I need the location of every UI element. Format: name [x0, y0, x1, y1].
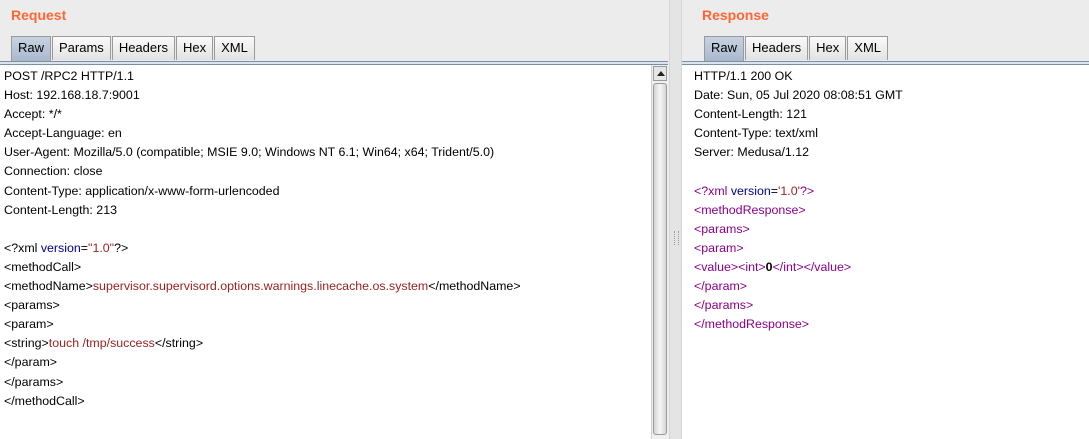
request-line: <param> — [4, 317, 54, 332]
request-tab-headers[interactable]: Headers — [111, 36, 175, 60]
response-tab-xml[interactable]: XML — [847, 36, 889, 60]
response-tab-hex[interactable]: Hex — [809, 36, 847, 60]
xml-tag: </int> — [772, 259, 804, 274]
request-line: </params> — [4, 374, 64, 389]
xml-tag: </value> — [803, 259, 852, 274]
xml-tag: </methodName> — [428, 279, 521, 294]
request-line: <methodCall> — [4, 259, 82, 274]
request-line: <params> — [4, 298, 60, 313]
up-arrow-icon — [657, 71, 665, 76]
request-line: <string>touch /tmp/success</string> — [4, 334, 651, 353]
request-line: <methodName>supervisor.supervisord.optio… — [4, 277, 651, 296]
xml-decl-open: <?xml — [694, 183, 731, 198]
response-line: Content-Length: 121 — [694, 107, 807, 122]
response-tab-raw[interactable]: Raw — [704, 36, 745, 61]
request-line: Content-Length: 213 — [4, 202, 117, 217]
response-line: <value><int>0</int></value> — [694, 258, 1089, 277]
response-line: <?xml version='1.0'?> — [694, 182, 1089, 201]
xml-int-value: 0 — [765, 259, 773, 274]
split-divider[interactable] — [669, 0, 682, 439]
request-scrollbar[interactable] — [651, 65, 668, 439]
xml-tag: <methodName> — [4, 279, 93, 294]
request-line: <?xml version="1.0"?> — [4, 239, 651, 258]
response-line: </param> — [694, 279, 748, 294]
request-tab-params[interactable]: Params — [52, 36, 111, 60]
request-blank-line — [4, 220, 651, 239]
xml-decl-attr: version — [730, 183, 771, 198]
response-line: Date: Sun, 05 Jul 2020 08:08:51 GMT — [694, 88, 903, 103]
response-line: </methodResponse> — [694, 317, 810, 332]
request-line: Host: 192.168.18.7:9001 — [4, 88, 140, 103]
response-editor[interactable]: HTTP/1.1 200 OK Date: Sun, 05 Jul 2020 0… — [682, 65, 1089, 439]
xml-decl-eq: = — [770, 183, 779, 198]
xml-decl-open: <?xml — [4, 240, 41, 255]
request-title: Request — [11, 7, 67, 23]
response-line: Content-Type: text/xml — [694, 126, 818, 141]
xml-tag: <value> — [694, 259, 739, 274]
xml-decl-attr: version — [40, 240, 81, 255]
request-tab-hex[interactable]: Hex — [175, 36, 214, 60]
response-tab-headers[interactable]: Headers — [745, 36, 809, 60]
response-line: <param> — [694, 240, 744, 255]
xml-decl-value: "1.0" — [88, 240, 115, 255]
xml-decl-close: ?> — [800, 183, 815, 198]
request-tab-underline — [0, 61, 668, 65]
request-line: Accept-Language: en — [4, 126, 122, 141]
request-line: POST /RPC2 HTTP/1.1 — [4, 69, 134, 83]
response-line: HTTP/1.1 200 OK — [694, 69, 793, 83]
xml-string-value: touch /tmp/success — [48, 336, 155, 351]
xml-decl-value: '1.0' — [778, 183, 801, 198]
xml-tag: <string> — [4, 336, 49, 351]
response-blank-line — [694, 162, 1089, 181]
request-line: Content-Type: application/x-www-form-url… — [4, 183, 280, 198]
xml-tag: </string> — [154, 336, 204, 351]
response-tab-underline — [682, 61, 1089, 65]
response-line: <methodResponse> — [694, 202, 806, 217]
response-title: Response — [702, 7, 769, 23]
request-line: </param> — [4, 355, 58, 370]
response-line: <params> — [694, 221, 750, 236]
request-line: User-Agent: Mozilla/5.0 (compatible; MSI… — [4, 145, 495, 160]
response-line: </params> — [694, 298, 754, 313]
xml-decl-eq: = — [80, 240, 89, 255]
xml-decl-close: ?> — [114, 240, 129, 255]
request-tabs: Raw Params Headers Hex XML — [11, 36, 256, 61]
grip-icon — [674, 231, 679, 245]
request-pane: Request Raw Params Headers Hex XML POST … — [0, 7, 668, 439]
xml-tag: <int> — [738, 259, 766, 274]
request-line: Accept: */* — [4, 107, 62, 122]
response-pane: Response Raw Headers Hex XML HTTP/1.1 20… — [682, 0, 1089, 439]
request-line: Connection: close — [4, 164, 103, 179]
request-editor[interactable]: POST /RPC2 HTTP/1.1 Host: 192.168.18.7:9… — [0, 65, 651, 439]
scroll-up-button[interactable] — [653, 66, 667, 81]
request-line: </methodCall> — [4, 393, 85, 408]
response-line: Server: Medusa/1.12 — [694, 145, 810, 160]
request-tab-xml[interactable]: XML — [214, 36, 255, 60]
xml-method-name: supervisor.supervisord.options.warnings.… — [92, 279, 429, 294]
response-tabs: Raw Headers Hex XML — [704, 36, 889, 61]
request-tab-raw[interactable]: Raw — [11, 36, 52, 61]
scroll-thumb[interactable] — [653, 83, 667, 435]
